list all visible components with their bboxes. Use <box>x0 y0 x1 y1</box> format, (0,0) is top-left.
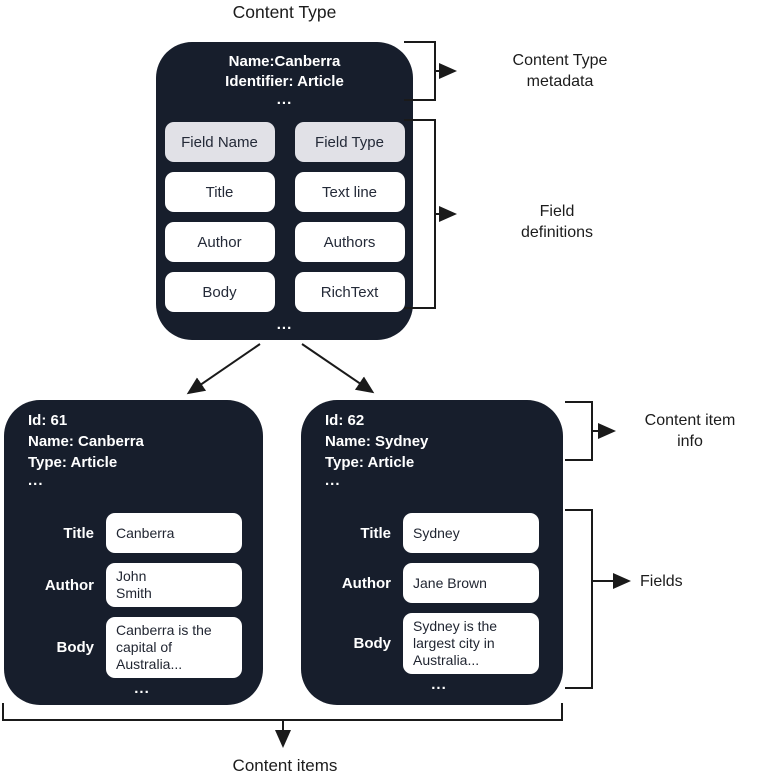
annotation-content-type-metadata: Content Type metadata <box>512 52 608 90</box>
content-item-box-62: Id: 62 Name: Sydney Type: Article ... Ti… <box>301 400 563 705</box>
annotation-field-definitions: Field definitions <box>520 203 594 241</box>
field-value: John Smith <box>106 563 242 607</box>
field-name-header: Field Name <box>164 122 275 162</box>
content-item-box-61: Id: 61 Name: Canberra Type: Article ... … <box>4 400 263 705</box>
field-row-type: Authors <box>294 222 405 262</box>
item-fields-ellipsis: ... <box>134 680 150 697</box>
field-value: Sydney <box>403 513 539 553</box>
field-row-type: Text line <box>294 172 405 212</box>
item-name: Name: Canberra <box>28 433 144 450</box>
item-fields-ellipsis: ... <box>431 676 447 693</box>
field-row-type: RichText <box>294 272 405 312</box>
item-id: Id: 61 <box>28 412 68 429</box>
field-value: Sydney is the largest city in Australia.… <box>403 613 539 674</box>
field-value: Canberra <box>106 513 242 553</box>
field-label: Title <box>63 524 94 542</box>
item-fields: Title Canberra Author John Smith Body Ca… <box>4 513 263 678</box>
content-type-identifier: Identifier: Article <box>225 73 344 90</box>
content-item-info-block: Id: 61 Name: Canberra Type: Article ... <box>28 410 263 489</box>
content-item-info-block: Id: 62 Name: Sydney Type: Article ... <box>325 410 563 489</box>
field-value: Jane Brown <box>403 563 539 603</box>
field-row: Body Sydney is the largest city in Austr… <box>301 613 563 674</box>
field-row: Title Canberra <box>4 513 263 553</box>
item-name: Name: Sydney <box>325 433 429 450</box>
field-row-name: Body <box>164 272 275 312</box>
item-fields: Title Sydney Author Jane Brown Body Sydn… <box>301 513 563 674</box>
item-id: Id: 62 <box>325 412 365 429</box>
field-row: Author Jane Brown <box>301 563 563 603</box>
content-type-box: Name:Canberra Identifier: Article ... Fi… <box>156 42 413 340</box>
field-value: Canberra is the capital of Australia... <box>106 617 242 678</box>
content-type-metadata-block: Name:Canberra Identifier: Article ... <box>156 42 413 108</box>
item-type: Type: Article <box>325 454 415 471</box>
bracket-content-item-info <box>565 401 593 461</box>
field-row: Author John Smith <box>4 563 263 607</box>
field-type-header: Field Type <box>294 122 405 162</box>
item-meta-ellipsis: ... <box>325 472 341 489</box>
field-row: Title Sydney <box>301 513 563 553</box>
item-type: Type: Article <box>28 454 118 471</box>
field-definition-table: Field Name Field Type Title Text line Au… <box>156 122 413 312</box>
arrow-to-item-61 <box>186 343 261 395</box>
metadata-ellipsis: ... <box>276 91 293 108</box>
item-meta-ellipsis: ... <box>28 472 44 489</box>
field-label: Author <box>44 576 94 594</box>
field-label: Body <box>56 639 95 656</box>
field-table-ellipsis: ... <box>276 316 293 333</box>
field-row-name: Title <box>164 172 275 212</box>
field-label: Title <box>360 524 391 542</box>
bracket-content-items <box>2 703 563 721</box>
field-row: Body Canberra is the capital of Australi… <box>4 617 263 678</box>
annotation-content-item-info: Content item info <box>644 412 736 450</box>
field-row-name: Author <box>164 222 275 262</box>
arrow-to-item-62 <box>301 343 375 394</box>
diagram-title: Content Type <box>232 2 337 22</box>
field-label: Author <box>341 574 391 592</box>
content-type-name: Name:Canberra <box>228 53 341 70</box>
annotation-content-items: Content items <box>232 756 338 775</box>
field-label: Body <box>353 635 392 652</box>
bracket-fields <box>565 509 593 689</box>
annotation-fields: Fields <box>640 573 683 590</box>
